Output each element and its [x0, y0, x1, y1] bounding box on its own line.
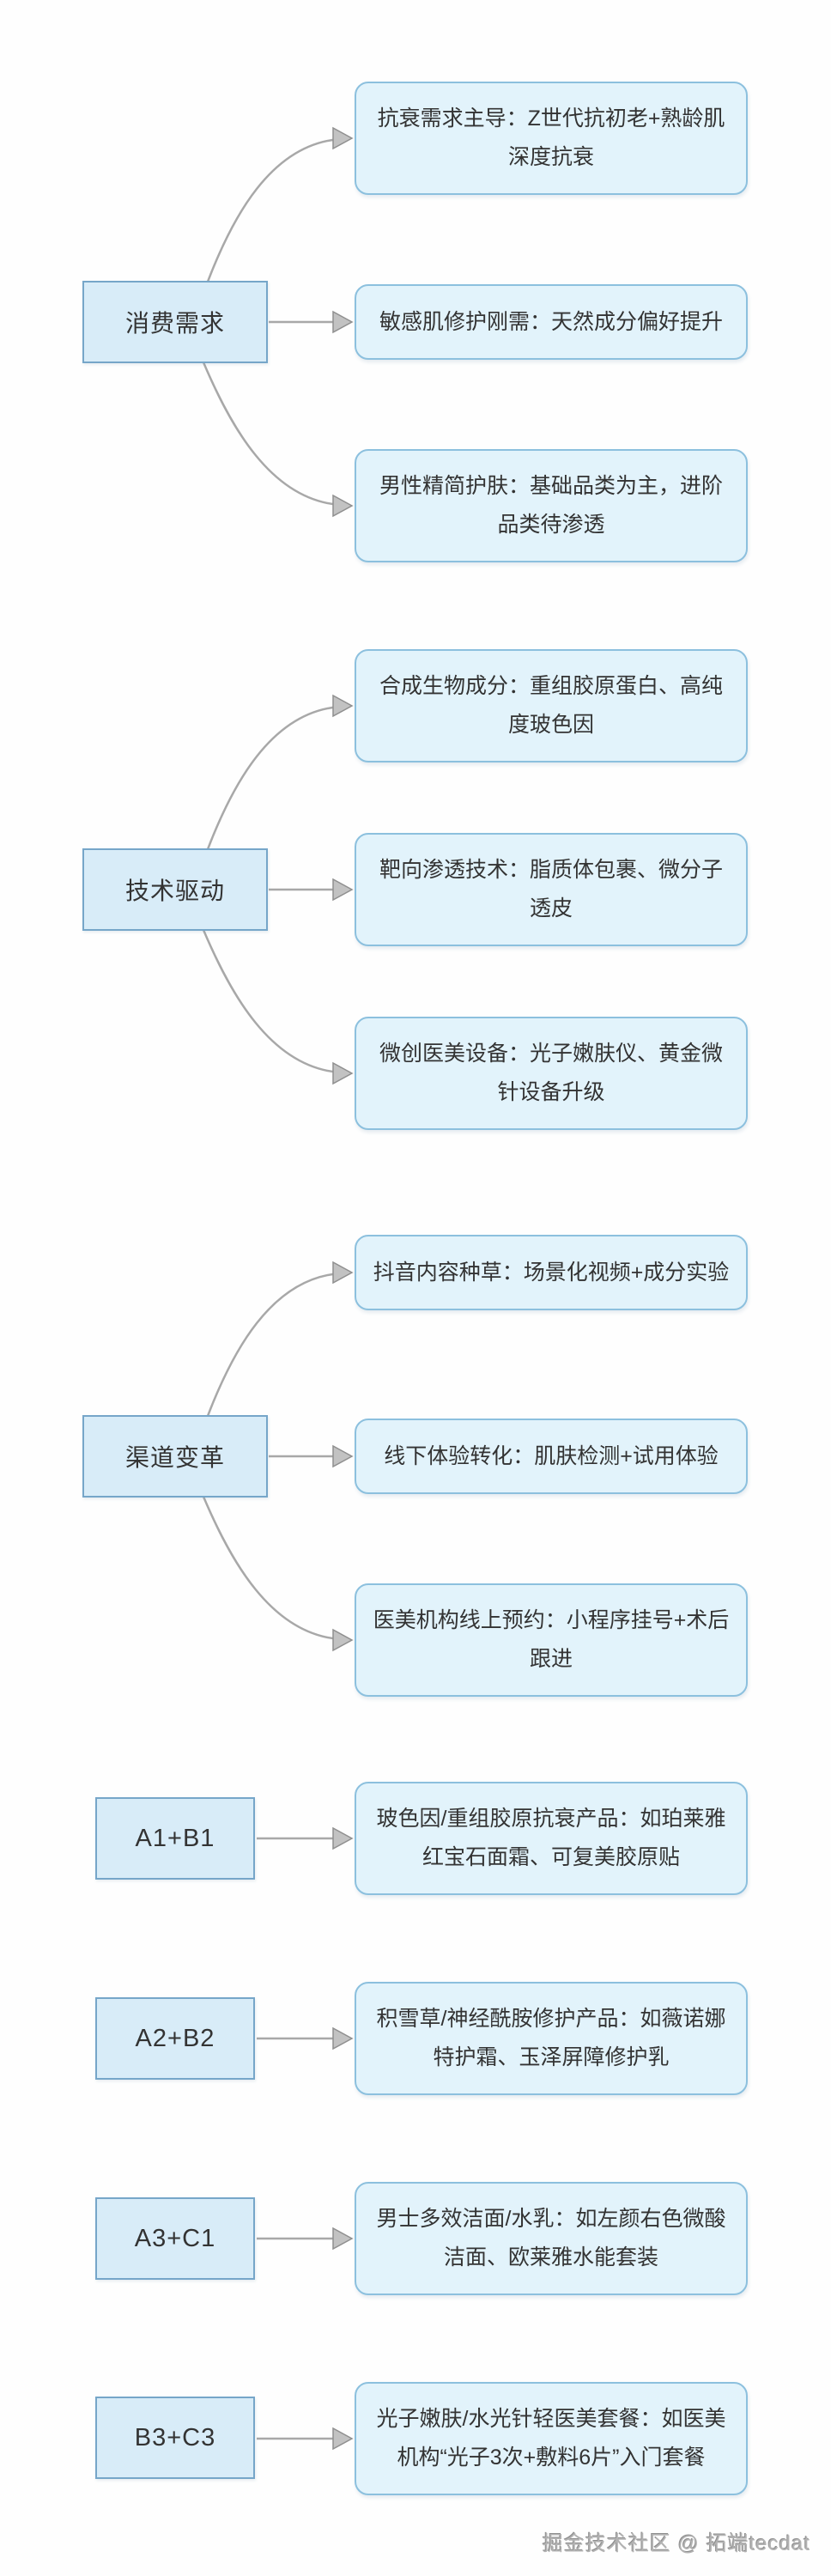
arrowhead-devices [332, 1061, 354, 1085]
box-minimally-invasive-devices: 微创医美设备：光子嫩肤仪、黄金微 针设备升级 [355, 1017, 748, 1130]
arrowhead-a3c1 [332, 2227, 354, 2251]
node-consumer-demand: 消费需求 [82, 281, 268, 363]
box-male-minimalist-skincare: 男性精简护肤：基础品类为主，进阶 品类待渗透 [355, 449, 748, 562]
arrow-consumer-to-male [202, 361, 341, 507]
box-antiaging-demand: 抗衰需求主导：Z世代抗初老+熟龄肌 深度抗衰 [355, 82, 748, 195]
arrow-channel-to-douyin [206, 1272, 341, 1417]
box-medical-aesthetics-booking: 医美机构线上预约：小程序挂号+术后 跟进 [355, 1583, 748, 1697]
arrowhead-sensitive [332, 310, 354, 334]
box-light-medical-aesthetics-package: 光子嫩肤/水光针轻医美套餐：如医美 机构“光子3次+敷料6片”入门套餐 [355, 2382, 748, 2495]
box-antiaging-products: 玻色因/重组胶原抗衰产品：如珀莱雅 红宝石面霜、可复美胶原贴 [355, 1782, 748, 1895]
box-repair-products: 积雪草/神经酰胺修护产品：如薇诺娜 特护霜、玉泽屏障修护乳 [355, 1982, 748, 2095]
box-offline-experience-conversion: 线下体验转化：肌肤检测+试用体验 [355, 1419, 748, 1494]
arrowhead-a1b1 [332, 1826, 354, 1850]
arrowhead-male [332, 494, 354, 518]
arrow-channel-to-booking [202, 1496, 341, 1641]
node-channel-transformation: 渠道变革 [82, 1415, 268, 1498]
arrowhead-a2b2 [332, 2026, 354, 2050]
arrow-consumer-to-antiaging [206, 137, 341, 283]
arrowhead-douyin [332, 1261, 354, 1285]
footer-credit: 掘金技术社区 @ 拓端tecdat [542, 2532, 810, 2555]
arrowhead-synbio [332, 694, 354, 718]
box-targeted-penetration-tech: 靶向渗透技术：脂质体包裹、微分子 透皮 [355, 833, 748, 946]
arrow-tech-to-devices [202, 929, 341, 1074]
box-douyin-content-seeding: 抖音内容种草：场景化视频+成分实验 [355, 1235, 748, 1310]
box-synthetic-biology-ingredients: 合成生物成分：重组胶原蛋白、高纯 度玻色因 [355, 649, 748, 762]
node-combo-b3-c3: B3+C3 [95, 2397, 255, 2479]
arrowhead-b3c3 [332, 2427, 354, 2451]
node-combo-a2-b2: A2+B2 [95, 1997, 255, 2080]
box-sensitive-skin-repair: 敏感肌修护刚需：天然成分偏好提升 [355, 284, 748, 360]
arrow-tech-to-synbio [206, 705, 341, 850]
arrowhead-antiaging [332, 126, 354, 150]
node-combo-a3-c1: A3+C1 [95, 2197, 255, 2280]
arrowhead-penetration [332, 878, 354, 902]
arrowhead-offline [332, 1444, 354, 1468]
box-male-multi-effect-products: 男士多效洁面/水乳：如左颜右色微酸 洁面、欧莱雅水能套装 [355, 2182, 748, 2295]
node-combo-a1-b1: A1+B1 [95, 1797, 255, 1880]
node-technology-driver: 技术驱动 [82, 848, 268, 931]
arrowhead-booking [332, 1628, 354, 1652]
